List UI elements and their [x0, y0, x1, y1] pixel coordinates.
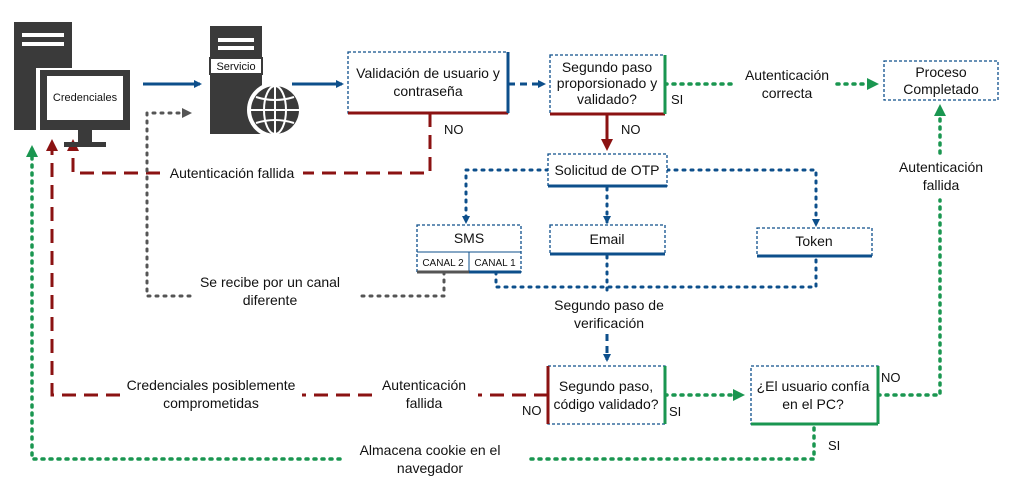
auth-failed-bottom-label-1: Autenticación [382, 377, 466, 393]
cookie-label-2: navegador [397, 460, 464, 476]
sms-channel2-label: CANAL 2 [422, 258, 464, 269]
second-verification-label-2: verificación [574, 315, 644, 331]
email-node: Email [549, 224, 666, 256]
auth-failed-bottom-label-2: fallida [406, 395, 443, 411]
process-completed-line-1: Proceso [915, 64, 967, 80]
diff-channel-label-2: diferente [243, 292, 298, 308]
compromised-label-2: comprometidas [163, 395, 259, 411]
no-label-code: NO [522, 403, 542, 418]
validation-line-1: Validación de usuario y [356, 65, 500, 81]
email-label: Email [589, 231, 624, 247]
auth-failed-top-connector-b [67, 139, 160, 175]
no-label-validation: NO [444, 122, 464, 137]
validation-line-2: contraseña [393, 83, 462, 99]
globe-icon [247, 82, 303, 138]
second-step-line-2: proporsionado y [557, 75, 657, 91]
diff-channel-label-1: Se recibe por un canal [200, 274, 340, 290]
channel2-connector-b [145, 108, 192, 298]
pc-label: Credenciales [53, 92, 118, 104]
code-validated-line-1: Segundo paso, [559, 378, 653, 394]
cookie-connector-a [523, 426, 816, 461]
trust-pc-line-1: ¿El usuario confía [757, 378, 870, 394]
token-label: Token [795, 233, 832, 249]
cookie-connector-b [26, 145, 342, 461]
channel2-connector-a [358, 270, 446, 298]
auth-ok-label-2: correcta [762, 85, 813, 101]
second-step-line-1: Segundo paso [562, 59, 653, 75]
compromised-connector-c [46, 139, 120, 397]
no-label-second-step: NO [621, 122, 641, 137]
second-verification-label-1: Segundo paso de [554, 297, 664, 313]
second-step-node: Segundo paso proporsionado y validado? [549, 54, 667, 116]
validation-node: Validación de usuario y contraseña [347, 51, 510, 115]
trust-pc-line-2: en el PC? [782, 396, 844, 412]
compromised-label-1: Credenciales posiblemente [127, 377, 296, 393]
si-label-second-step: SI [671, 92, 683, 107]
otp-to-token-connector [665, 168, 820, 227]
second-step-line-3: validado? [577, 91, 637, 107]
server-label: Servicio [216, 61, 255, 73]
otp-to-sms-connector [462, 168, 550, 224]
si-label-trust: SI [828, 438, 840, 453]
auth-failed-right-connector-a [876, 198, 942, 397]
token-node: Token [756, 227, 873, 258]
si-label-code: SI [669, 404, 681, 419]
auth-failed-right-label-2: fallida [923, 177, 960, 193]
sms-label: SMS [454, 230, 484, 246]
otp-request-label: Solicitud de OTP [554, 162, 659, 178]
channel1-to-verification-connector [494, 254, 818, 289]
monitor-icon [36, 68, 131, 147]
no-label-trust: NO [881, 370, 901, 385]
auth-failed-top-connector-a [303, 113, 432, 175]
code-validated-node: Segundo paso, código validado? [546, 365, 667, 425]
auth-ok-label-1: Autenticación [745, 67, 829, 83]
process-completed-node: Proceso Completado [883, 60, 999, 101]
cookie-label-1: Almacena cookie en el [360, 442, 501, 458]
auth-failed-right-label-1: Autenticación [899, 159, 983, 175]
trust-pc-node: ¿El usuario confía en el PC? [750, 365, 880, 426]
otp-request-node: Solicitud de OTP [547, 153, 668, 188]
sms-node: SMS CANAL 2 CANAL 1 [416, 224, 522, 274]
code-validated-line-2: código validado? [553, 396, 658, 412]
sms-channel1-label: CANAL 1 [474, 258, 516, 269]
process-completed-line-2: Completado [903, 81, 979, 97]
auth-failed-top-label: Autenticación fallida [170, 165, 295, 181]
